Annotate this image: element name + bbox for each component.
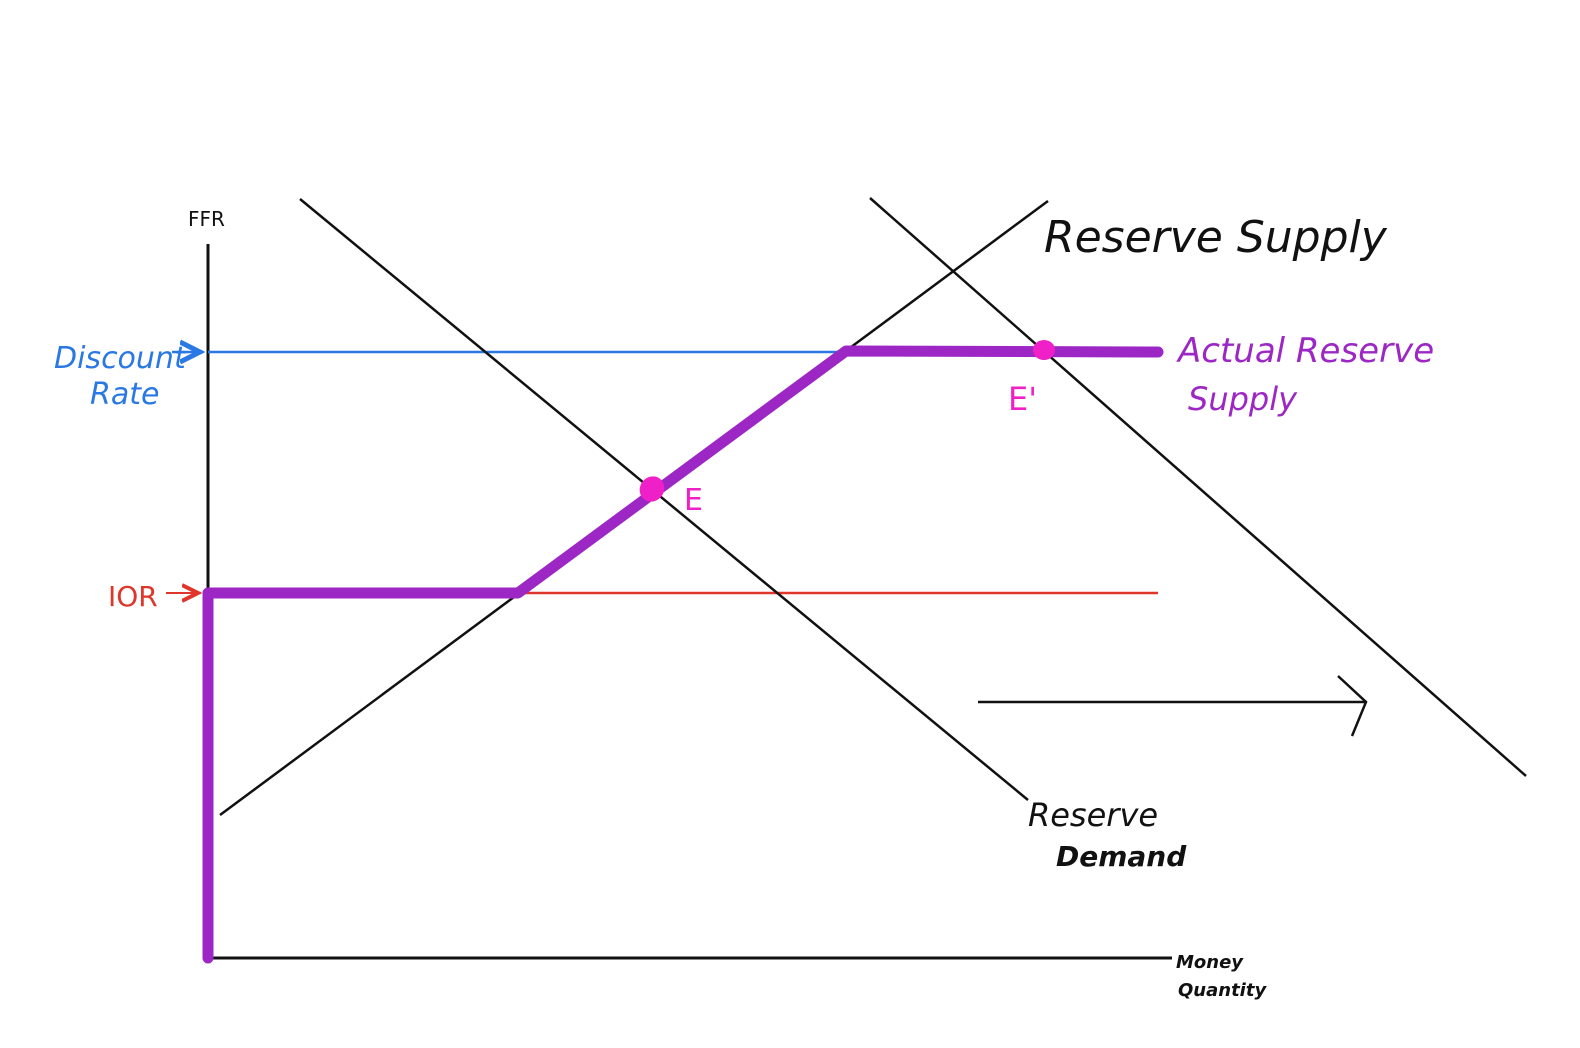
equilibrium-e-prime-label: E' (1008, 380, 1037, 418)
discount-rate-label-line2: Rate (90, 377, 159, 412)
reserve-demand-line (299, 198, 1029, 801)
actual-reserve-supply-label-line2: Supply (1188, 380, 1298, 418)
shift-arrow-head (1337, 675, 1368, 737)
discount-rate-label-line1: Discount (54, 341, 187, 376)
y-axis-label: FFR (188, 207, 225, 231)
actual-reserve-supply-label-line1: Actual Reserve (1176, 331, 1434, 371)
x-axis-label-line2: Quantity (1178, 980, 1267, 1001)
equilibrium-e-label: E (684, 483, 703, 518)
reserve-demand-label-line1: Reserve (1028, 796, 1158, 834)
reserve-demand-shifted-line (869, 197, 1527, 777)
reserve-demand-label-line2: Demand (1056, 840, 1187, 873)
equilibrium-point-e-prime (1033, 340, 1055, 360)
ior-label: IOR (108, 580, 158, 613)
actual-reserve-supply-curve (202, 345, 1164, 964)
equilibrium-point-e (639, 476, 665, 502)
reserve-supply-label: Reserve Supply (1044, 212, 1388, 263)
x-axis-label-line1: Money (1176, 952, 1244, 973)
